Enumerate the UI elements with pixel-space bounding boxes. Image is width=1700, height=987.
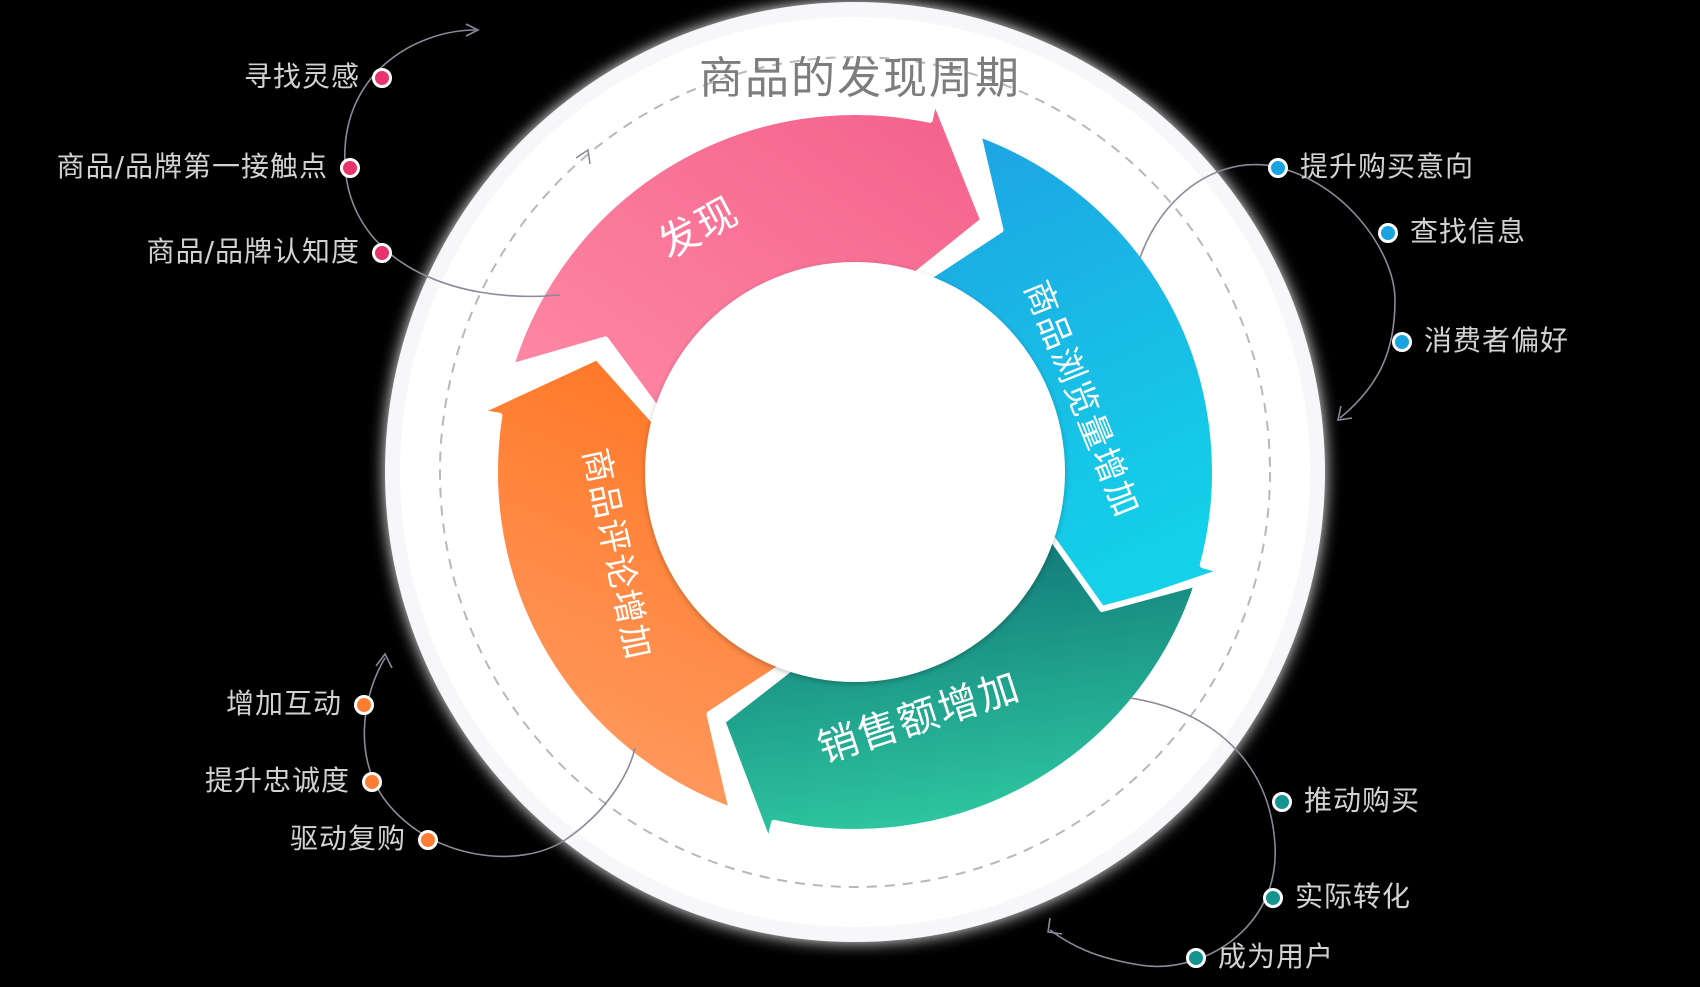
right-label: 查找信息 [1410,215,1527,248]
right-dot [1378,223,1398,243]
right-dot [1268,158,1288,178]
bottom-right-label: 成为用户 [1218,940,1335,973]
top-left-label: 寻找灵感 [243,60,360,93]
arrowhead-bottom-right [1047,917,1063,935]
top-left-label: 商品/品牌认知度 [146,235,360,268]
top-left-dot [372,68,392,88]
right-label: 消费者偏好 [1424,324,1570,357]
top-left-label: 商品/品牌第一接触点 [56,150,328,183]
bottom-left-dot [418,830,438,850]
connector-bottom-left [363,657,636,858]
arrowhead-top-left [465,23,480,37]
bottom-right-dot [1263,888,1283,908]
bottom-left-label: 驱动复购 [289,822,406,855]
bottom-right-dot [1186,948,1206,968]
right-dot [1392,332,1412,352]
top-left-dot [340,158,360,178]
bottom-left-dot [354,695,374,715]
right-label: 提升购买意向 [1300,150,1475,183]
bottom-left-dot [362,772,382,792]
arrowhead-bottom-left [375,652,393,669]
top-left-dot [372,243,392,263]
page-title: 商品的发现周期 [699,53,1021,104]
arrowhead-inner-top [575,148,591,165]
arrowhead-right [1336,405,1353,421]
bottom-right-label: 实际转化 [1295,880,1412,913]
bottom-right-dot [1272,792,1292,812]
bottom-left-label: 增加互动 [225,687,342,720]
center-disc [645,262,1065,682]
bottom-left-label: 提升忠诚度 [204,764,350,797]
connector-bottom-right [1049,697,1276,968]
connector-arrowheads [375,23,1353,935]
connector-right [1139,163,1396,419]
bottom-right-label: 推动购买 [1304,784,1421,817]
dashed-orbit [439,56,1271,888]
